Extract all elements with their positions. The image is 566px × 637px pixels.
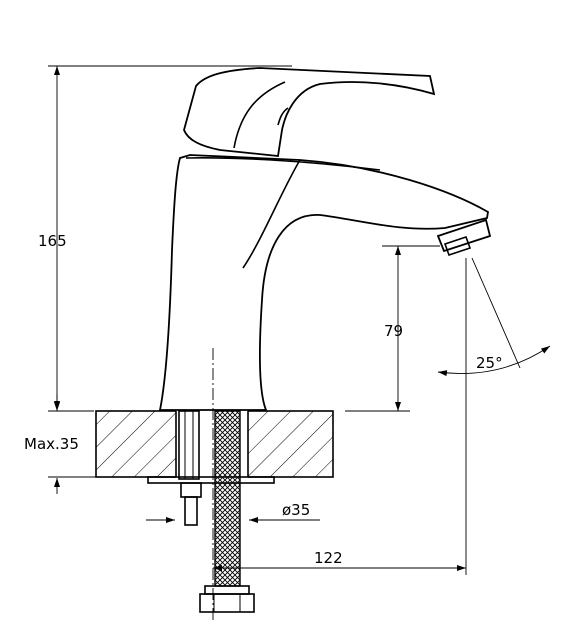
hole-diameter-label: ø35 <box>282 501 310 519</box>
aerator <box>436 218 492 257</box>
hole-diameter-dimension: ø35 <box>146 501 320 523</box>
angle-label: 25° <box>476 354 503 372</box>
deck-thickness-dimension: Max.35 <box>24 394 148 494</box>
angle-dimension: 25° <box>437 257 551 575</box>
height-dimension: 165 <box>38 65 292 412</box>
height-label: 165 <box>38 232 67 250</box>
reach-dimension: 122 <box>213 549 466 571</box>
reach-label: 122 <box>314 549 343 567</box>
mounting-stud <box>178 410 202 526</box>
faucet-body <box>158 154 489 411</box>
backing-plate <box>147 476 275 484</box>
lever-handle <box>183 67 436 157</box>
supply-hose <box>199 410 255 613</box>
spout-height-label: 79 <box>384 322 403 340</box>
spout-height-dimension: 79 <box>345 245 440 412</box>
deck-thickness-label: Max.35 <box>24 435 79 453</box>
